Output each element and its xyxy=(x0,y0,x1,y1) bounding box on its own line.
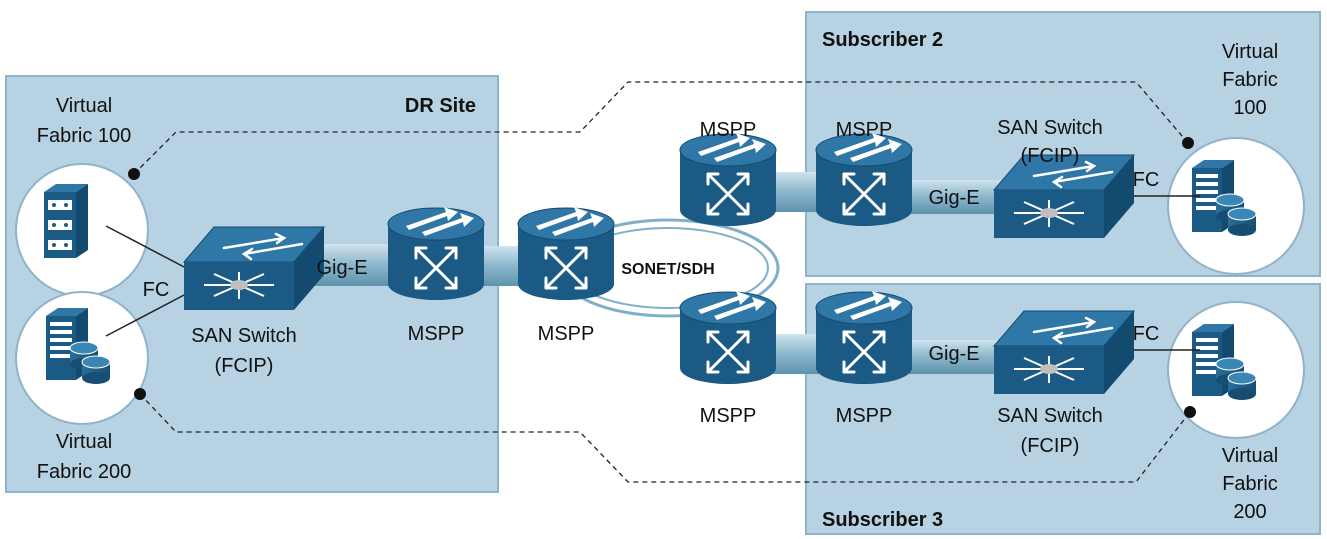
mspp-ring-bottom-label: MSPP xyxy=(700,405,757,427)
mspp-dr-label: MSPP xyxy=(408,323,465,345)
mspp-router-icon xyxy=(386,205,486,302)
sub2-fabric-label-1: Virtual xyxy=(1222,41,1278,63)
dr-gige-label: Gig-E xyxy=(316,257,367,279)
subscriber-2-title: Subscriber 2 xyxy=(822,29,943,51)
mspp-core-label: MSPP xyxy=(538,323,595,345)
fabric-dot xyxy=(1184,406,1196,418)
sub2-fabric-label-2: Fabric xyxy=(1222,69,1278,91)
dr-switch-label-2: (FCIP) xyxy=(215,355,274,377)
sub2-switch-label-1: SAN Switch xyxy=(997,117,1103,139)
dr-fabric-200-label-1: Virtual xyxy=(56,431,112,453)
fabric-dot xyxy=(128,168,140,180)
san-switch-icon xyxy=(992,309,1136,396)
mspp-router-icon xyxy=(814,131,914,228)
subscriber-3-title: Subscriber 3 xyxy=(822,509,943,531)
sub2-fabric-label-3: 100 xyxy=(1233,97,1266,119)
storage-enclosure-icon xyxy=(44,184,88,258)
mspp-sub3-label: MSPP xyxy=(836,405,893,427)
sub3-gige-link xyxy=(900,340,1010,374)
mspp-router-icon xyxy=(814,289,914,386)
sub3-fc-label: FC xyxy=(1133,323,1160,345)
sub2-gige-link xyxy=(900,180,1010,214)
mspp-sub2-label: MSPP xyxy=(836,119,893,141)
mspp-ring-top-label: MSPP xyxy=(700,119,757,141)
sub3-switch-label-1: SAN Switch xyxy=(997,405,1103,427)
mspp-router-icon xyxy=(678,131,778,228)
virtual-fabric-200-path xyxy=(139,393,1191,483)
fabric-dot xyxy=(134,388,146,400)
sub3-switch-label-2: (FCIP) xyxy=(1021,435,1080,457)
sub3-fabric-label-2: Fabric xyxy=(1222,473,1278,495)
mspp-router-icon xyxy=(678,289,778,386)
dr-fc-line-bottom xyxy=(105,293,187,337)
virtual-fabric-100-path xyxy=(133,81,1189,175)
sub3-gige-label: Gig-E xyxy=(928,343,979,365)
sub2-gige-label: Gig-E xyxy=(928,187,979,209)
sub2-switch-label-2: (FCIP) xyxy=(1021,145,1080,167)
dr-fabric-200-label-2: Fabric 200 xyxy=(37,461,132,483)
sub2-fc-label: FC xyxy=(1133,169,1160,191)
sonet-label: SONET/SDH xyxy=(621,261,714,278)
dr-fc-label: FC xyxy=(143,279,170,301)
sub3-fabric-label-1: Virtual xyxy=(1222,445,1278,467)
dr-site-title: DR Site xyxy=(405,95,476,117)
dr-switch-label-1: SAN Switch xyxy=(191,325,297,347)
fabric-dot xyxy=(1182,137,1194,149)
san-switch-icon xyxy=(182,225,326,312)
dr-fabric-100-label-2: Fabric 100 xyxy=(37,125,132,147)
mspp-router-icon xyxy=(516,205,616,302)
dr-fc-line-top xyxy=(105,225,187,269)
dr-fabric-100-label-1: Virtual xyxy=(56,95,112,117)
san-switch-icon xyxy=(992,153,1136,240)
sub3-fabric-label-3: 200 xyxy=(1233,501,1266,523)
